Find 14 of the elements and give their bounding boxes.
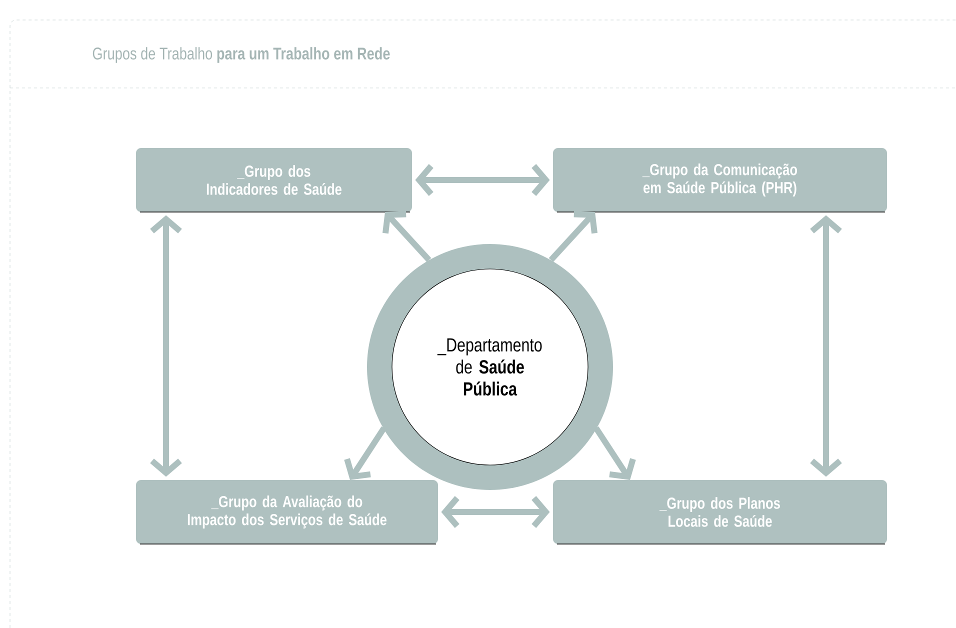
group-box: _Grupo da Comunicação em Saúde Pública (PHR): [553, 148, 887, 212]
double-arrow: [150, 215, 182, 477]
arrow: [382, 211, 432, 262]
arrow: [594, 426, 636, 480]
arrow: [415, 164, 550, 196]
group-box: _Grupo da Avaliação do Impacto dos Serviços de Saúde: [136, 480, 438, 544]
arrow: [548, 211, 598, 262]
double-arrow: [810, 215, 842, 477]
arrow: [344, 426, 387, 480]
group-box: _Grupo dos Indicadores de Saúde: [136, 148, 412, 212]
node-label: _Departamento de Saúde Pública: [437, 338, 542, 396]
group-box: _Grupo dos Planos Locais de Saúde: [553, 480, 887, 544]
title: Grupos de Trabalho para um Trabalho em Rede: [92, 47, 390, 63]
arrow: [441, 496, 550, 528]
